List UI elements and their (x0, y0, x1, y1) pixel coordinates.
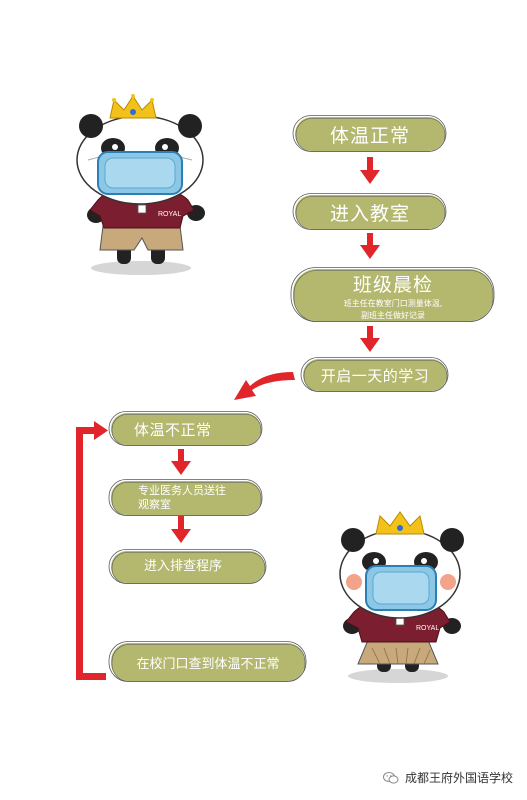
arrow-loop-vertical (76, 427, 83, 680)
step-medical-staff-escort-line1: 专业医务人员送往 (138, 484, 226, 497)
step-class-morning-check-title: 班级晨检 (352, 273, 433, 296)
step-gate-abnormal-found: 在校门口查到体温不正常 (108, 640, 308, 684)
footer-watermark: 成都王府外国语学校 (382, 769, 513, 786)
panda-mascot-bottom: ROYAL (339, 511, 464, 683)
wechat-icon (382, 771, 399, 784)
arrow-loop-bottom (76, 673, 106, 680)
arrow-loop-top (76, 427, 96, 434)
step-class-morning-check-sub1: 班主任在教室门口测量体温, (343, 298, 443, 308)
step-start-day-study: 开启一天的学习 (300, 356, 450, 394)
arrow-down-3 (367, 326, 373, 339)
shirt-text-bottom: ROYAL (416, 625, 439, 632)
footer-account-name: 成都王府外国语学校 (404, 771, 513, 785)
step-enter-screening: 进入排查程序 (108, 548, 268, 586)
arrow-head-5 (171, 529, 191, 543)
arrow-curve-left (234, 372, 295, 400)
arrow-head-1 (360, 170, 380, 184)
panda-mascot-top: ROYAL (76, 94, 205, 275)
shirt-text-top: ROYAL (158, 211, 181, 218)
step-temperature-abnormal: 体温不正常 (108, 410, 264, 448)
step-medical-staff-escort-line2: 观察室 (138, 498, 171, 511)
flow-arrows (76, 157, 380, 680)
step-enter-classroom-label: 进入教室 (329, 202, 410, 225)
arrow-head-4 (171, 461, 191, 475)
arrow-down-2 (367, 233, 373, 246)
arrow-down-1 (367, 157, 373, 171)
arrow-head-3 (360, 338, 380, 352)
step-temperature-normal: 体温正常 (292, 114, 448, 154)
step-medical-staff-escort: 专业医务人员送往 观察室 (108, 478, 264, 518)
step-gate-abnormal-found-label: 在校门口查到体温不正常 (136, 656, 280, 672)
step-temperature-normal-label: 体温正常 (329, 124, 410, 147)
step-enter-classroom: 进入教室 (292, 192, 448, 232)
step-temperature-abnormal-label: 体温不正常 (134, 420, 212, 439)
step-enter-screening-label: 进入排查程序 (144, 559, 223, 574)
arrow-down-5 (178, 516, 184, 530)
step-start-day-study-label: 开启一天的学习 (320, 366, 430, 385)
arrow-loop-head (94, 421, 108, 440)
arrow-head-2 (360, 245, 380, 259)
arrow-down-4 (178, 449, 184, 462)
step-class-morning-check-sub2: 副班主任做好记录 (361, 310, 425, 320)
step-class-morning-check: 班级晨检 班主任在教室门口测量体温, 副班主任做好记录 (290, 266, 496, 324)
